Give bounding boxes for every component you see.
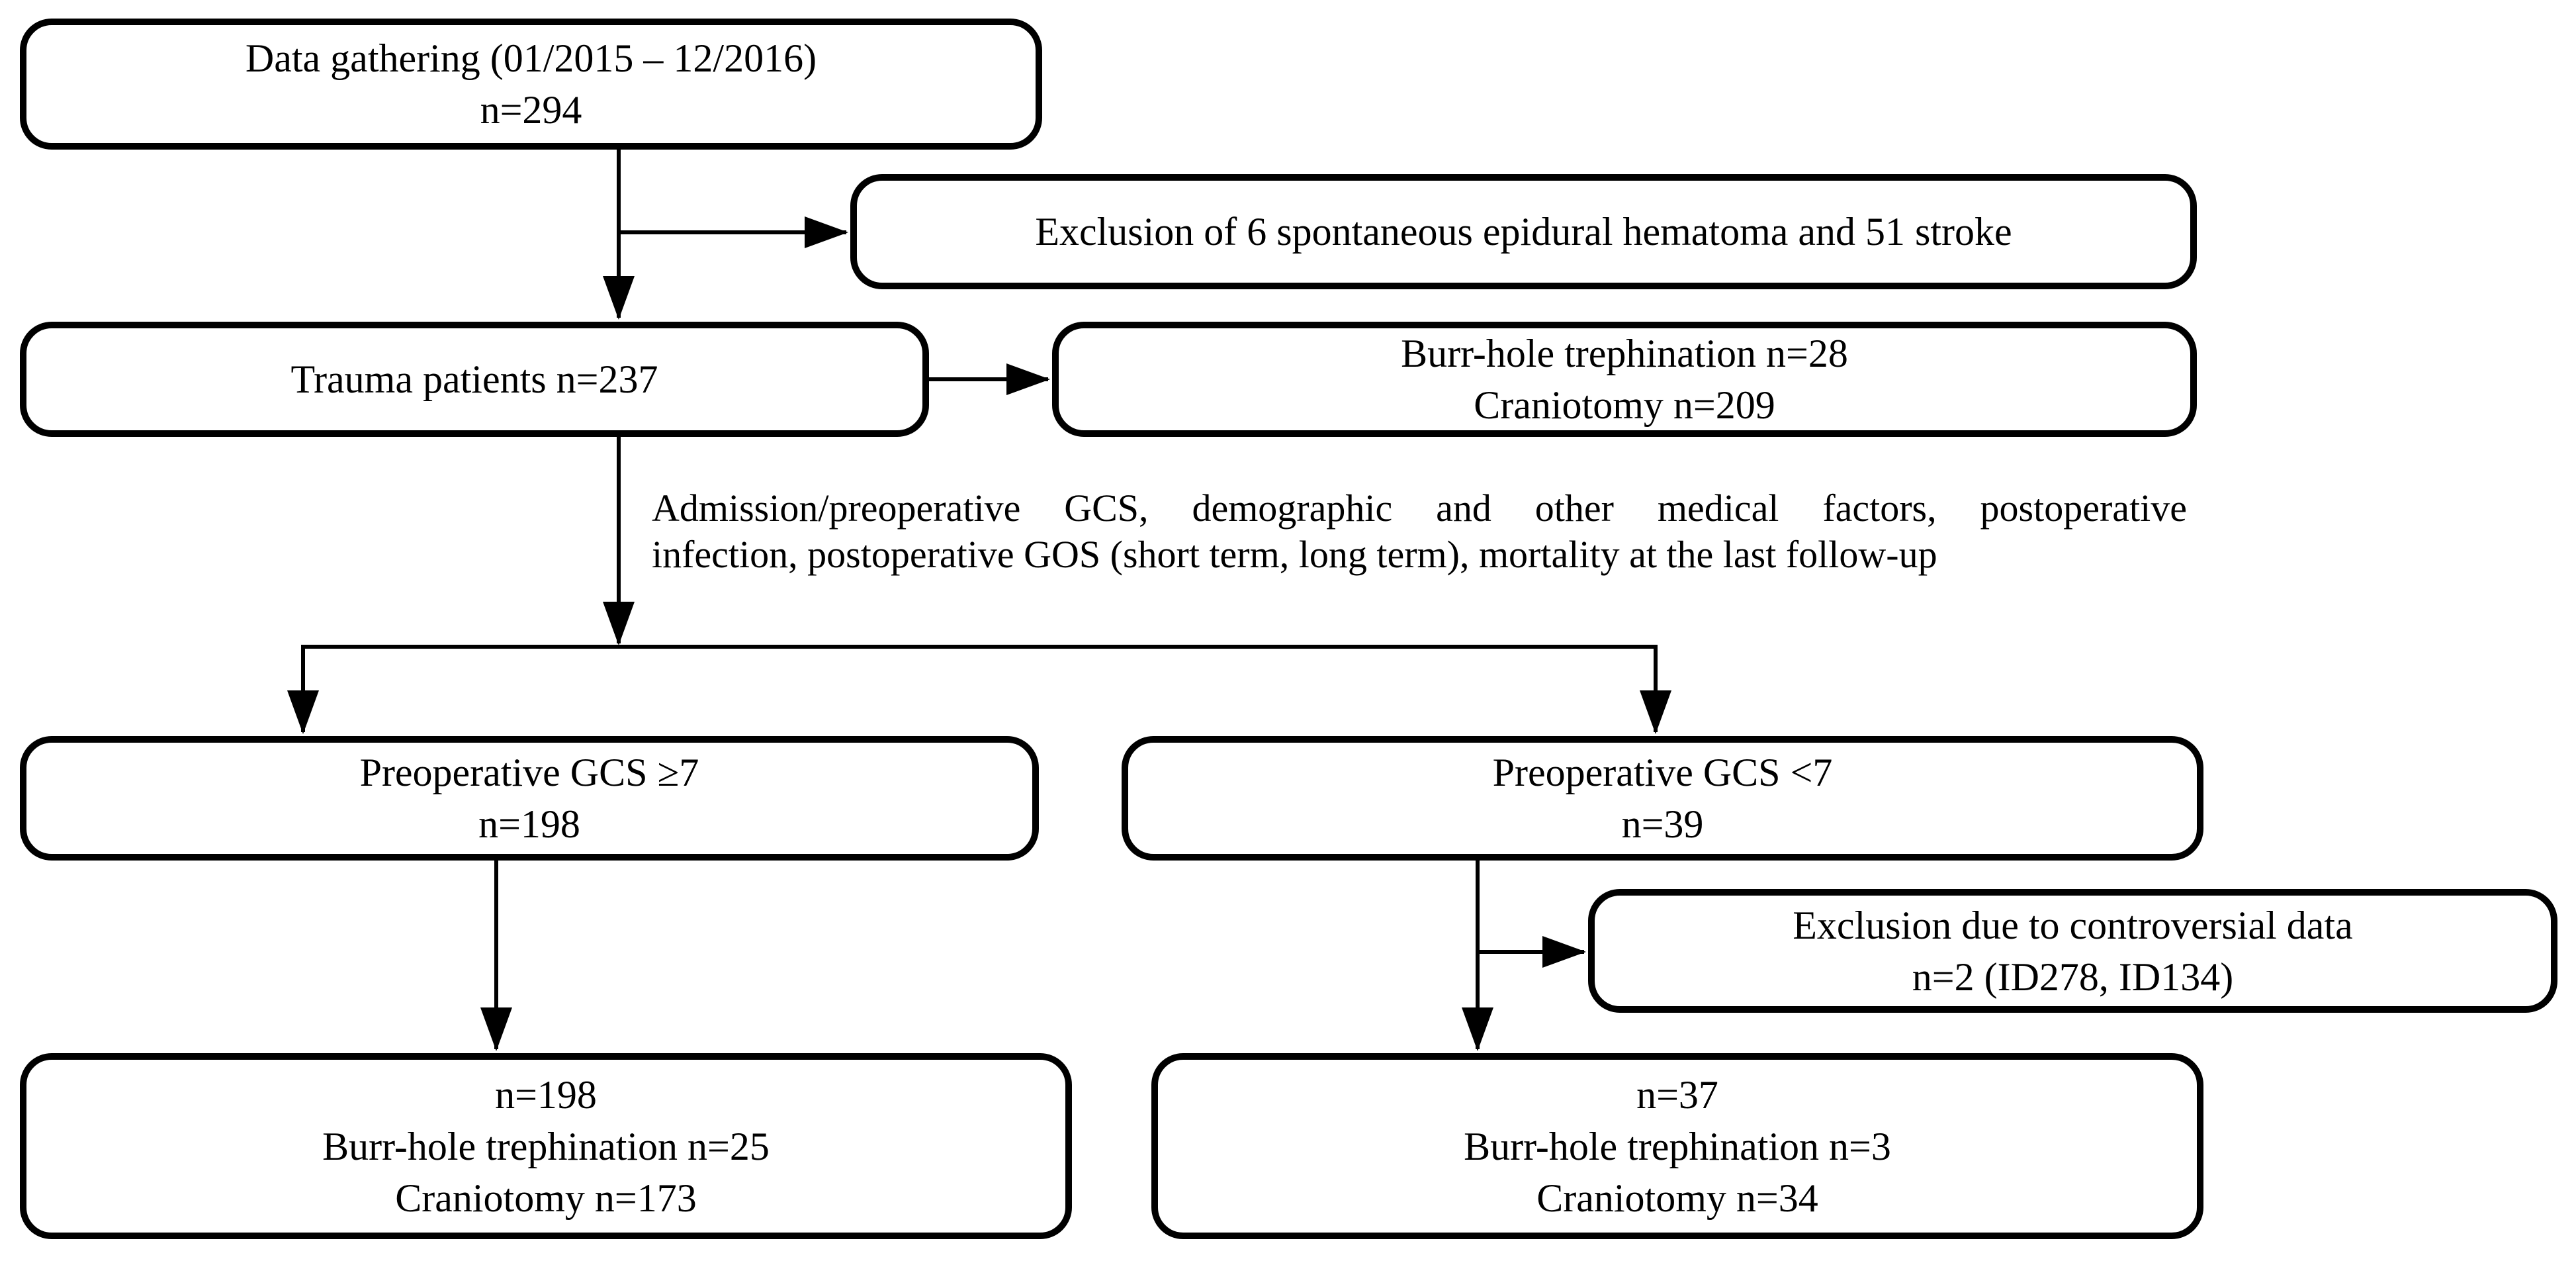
box-line: n=294 xyxy=(480,88,582,132)
box-gcs-low: Preoperative GCS <7 n=39 xyxy=(1122,736,2203,861)
collected-variables-annotation: Admission/preoperative GCS, demographic … xyxy=(652,485,2187,578)
box-outcome-gcs-high: n=198 Burr-hole trephination n=25 Cranio… xyxy=(20,1053,1072,1239)
box-line: Craniotomy n=173 xyxy=(395,1176,697,1220)
box-line: Craniotomy n=209 xyxy=(1474,383,1775,427)
box-line: n=2 (ID278, ID134) xyxy=(1912,955,2234,999)
box-line: n=198 xyxy=(495,1072,597,1117)
box-line: Burr-hole trephination n=28 xyxy=(1401,332,1848,375)
box-line: Exclusion due to controversial data xyxy=(1793,903,2353,947)
box-line: Burr-hole trephination n=25 xyxy=(322,1124,770,1168)
box-line: Exclusion of 6 spontaneous epidural hema… xyxy=(1035,210,2012,254)
box-line: Craniotomy n=34 xyxy=(1536,1176,1818,1220)
box-exclusion-top: Exclusion of 6 spontaneous epidural hema… xyxy=(850,174,2197,289)
box-exclusion-controversial: Exclusion due to controversial data n=2 … xyxy=(1588,889,2557,1013)
box-line: n=39 xyxy=(1621,802,1704,846)
box-line: n=37 xyxy=(1636,1072,1718,1117)
box-line: Burr-hole trephination n=3 xyxy=(1464,1124,1891,1168)
box-line: Trauma patients n=237 xyxy=(290,357,658,401)
box-line: n=198 xyxy=(478,802,580,846)
box-data-gathering: Data gathering (01/2015 – 12/2016) n=294 xyxy=(20,19,1042,150)
box-line: Preoperative GCS <7 xyxy=(1492,751,1833,794)
annotation-line: Admission/preoperative GCS, demographic … xyxy=(652,487,2187,530)
box-surgery-all: Burr-hole trephination n=28 Craniotomy n… xyxy=(1052,322,2197,437)
box-gcs-high: Preoperative GCS ≥7 n=198 xyxy=(20,736,1039,861)
box-line: Preoperative GCS ≥7 xyxy=(359,751,699,794)
annotation-line: infection, postoperative GOS (short term… xyxy=(652,533,1937,576)
box-outcome-gcs-low: n=37 Burr-hole trephination n=3 Cranioto… xyxy=(1151,1053,2203,1239)
box-trauma-patients: Trauma patients n=237 xyxy=(20,322,929,437)
box-line: Data gathering (01/2015 – 12/2016) xyxy=(245,36,817,80)
